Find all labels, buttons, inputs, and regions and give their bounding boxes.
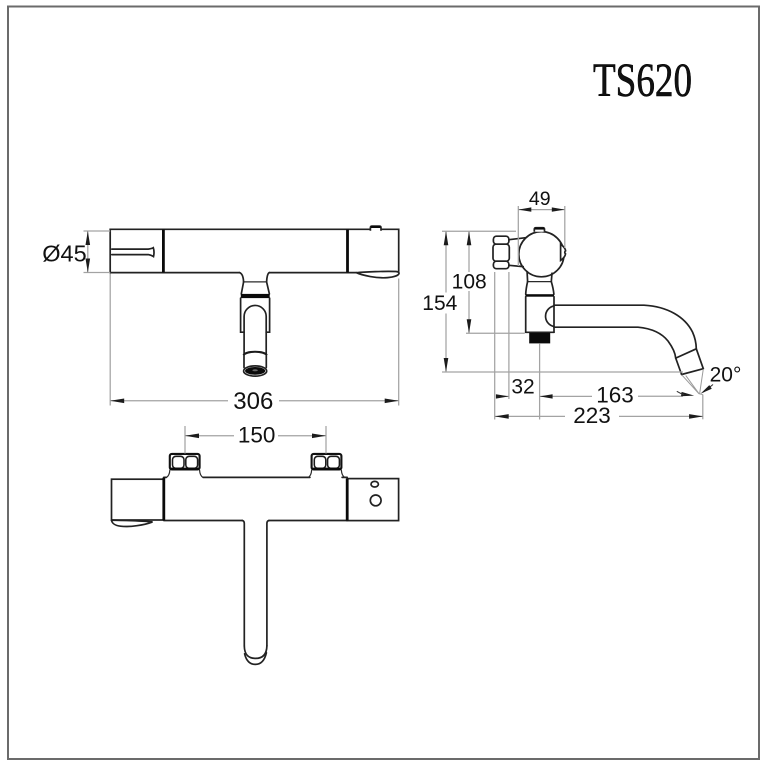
svg-text:223: 223 [573, 403, 611, 428]
svg-text:32: 32 [511, 376, 534, 399]
svg-text:108: 108 [452, 270, 487, 293]
svg-text:49: 49 [529, 188, 551, 210]
svg-text:154: 154 [422, 292, 457, 315]
svg-text:306: 306 [233, 388, 273, 415]
svg-text:150: 150 [238, 423, 276, 448]
svg-text:163: 163 [596, 383, 634, 408]
svg-text:Ø45: Ø45 [42, 241, 86, 267]
svg-text:TS620: TS620 [593, 54, 692, 107]
svg-text:20°: 20° [710, 364, 742, 387]
